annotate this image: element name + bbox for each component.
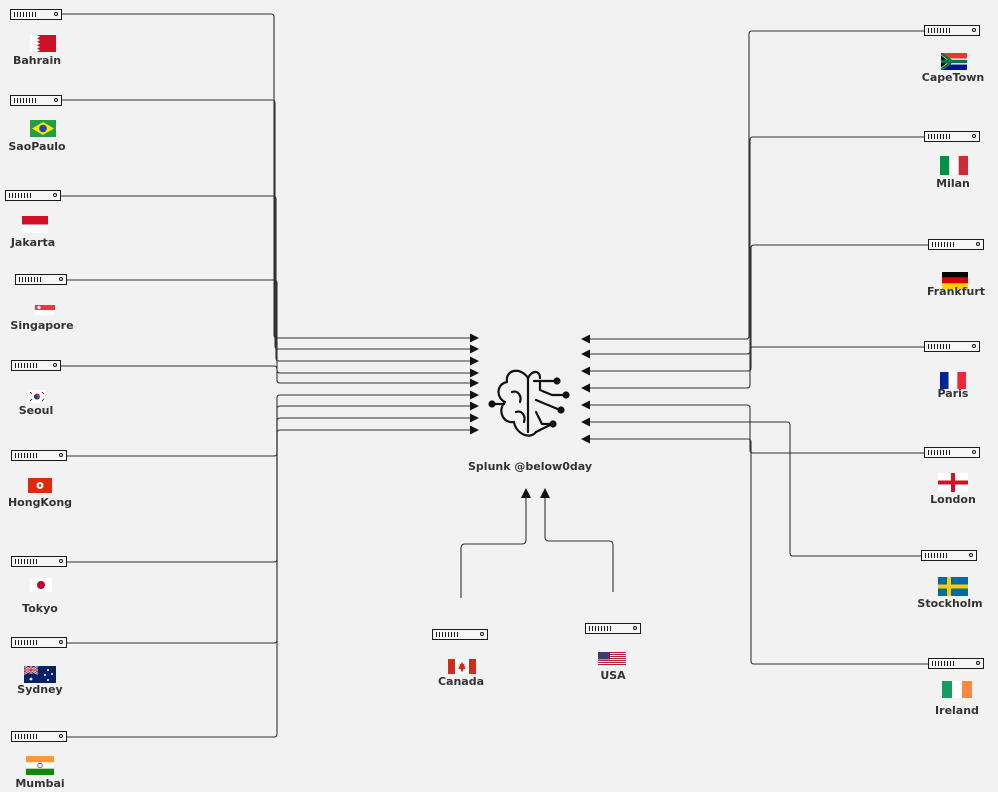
connector-lines (61, 13, 928, 738)
server-icon (10, 95, 62, 106)
indonesia-flag-icon (22, 216, 48, 233)
wire-canada (460, 498, 527, 598)
wire-jakarta (61, 195, 470, 362)
arrowhead-seoul (470, 378, 479, 388)
node-label-saopaulo: SaoPaulo (8, 140, 66, 153)
node-label-canada: Canada (437, 675, 485, 688)
korea-flag-icon (28, 390, 46, 403)
server-icon (11, 731, 67, 742)
wire-stockholm (590, 421, 921, 557)
italy-flag-icon (940, 156, 968, 175)
wire-bahrain (62, 13, 470, 339)
node-label-milan: Milan (936, 177, 970, 190)
brain-nodes (488, 377, 570, 428)
arrowhead-canada (521, 488, 531, 498)
server-icon (432, 629, 488, 640)
arrowhead-usa (540, 488, 550, 498)
server-icon (924, 447, 980, 458)
arrowhead-hongkong (470, 390, 479, 400)
server-icon (15, 274, 67, 285)
server-icon (928, 658, 984, 669)
server-icon (11, 360, 61, 371)
arrowhead-tokyo (470, 401, 479, 411)
wire-tokyo (67, 405, 470, 563)
node-label-singapore: Singapore (10, 319, 74, 332)
node-label-jakarta: Jakarta (10, 236, 56, 249)
wire-ireland (590, 438, 928, 665)
arrowhead-sydney (470, 413, 479, 423)
wire-milan (590, 136, 924, 355)
germany-flag-icon (942, 272, 968, 289)
server-icon (11, 450, 67, 461)
wire-mumbai (67, 429, 470, 738)
server-icon (5, 190, 61, 201)
arrowhead-paris (581, 383, 590, 393)
server-icon (10, 9, 62, 20)
japan-flag-icon (30, 578, 52, 592)
usa-flag-icon (598, 652, 626, 666)
node-label-hongkong: HongKong (7, 496, 73, 509)
brain-circuit-icon (490, 369, 568, 437)
server-icon (11, 556, 67, 567)
arrowhead-singapore (470, 368, 479, 378)
arrowhead-frankfurt (581, 366, 590, 376)
wire-seoul (61, 365, 470, 384)
server-icon (924, 341, 980, 352)
wire-hongkong (67, 394, 470, 457)
node-label-usa: USA (600, 669, 626, 682)
wire-saopaulo (62, 99, 470, 350)
bahrain-flag-icon (30, 35, 56, 52)
node-label-bahrain: Bahrain (12, 54, 62, 67)
server-icon (585, 623, 641, 634)
node-label-frankfurt: Frankfurt (926, 285, 986, 298)
server-icon (924, 25, 980, 36)
node-label-tokyo: Tokyo (22, 602, 58, 615)
singapore-flag-icon (35, 305, 55, 315)
england-flag-icon (938, 473, 968, 492)
australia-flag-icon (24, 666, 56, 683)
wire-frankfurt (590, 244, 928, 372)
arrowhead-mumbai (470, 425, 479, 435)
brazil-flag-icon (30, 120, 56, 137)
arrowhead-london (581, 400, 590, 410)
wire-paris (590, 346, 924, 389)
southafrica-flag-icon (941, 53, 967, 70)
hongkong-flag-icon (28, 478, 52, 493)
wire-capetown (590, 30, 924, 340)
arrowhead-bahrain (470, 333, 479, 343)
arrowhead-ireland (581, 434, 590, 444)
node-label-stockholm: Stockholm (917, 597, 983, 610)
arrowheads (470, 333, 590, 498)
france-flag-icon (940, 372, 966, 389)
arrowhead-capetown (581, 334, 590, 344)
arrowhead-milan (581, 349, 590, 359)
ireland-flag-icon (942, 681, 972, 698)
server-icon (11, 637, 67, 648)
sweden-flag-icon (938, 577, 968, 596)
arrowhead-stockholm (581, 417, 590, 427)
wire-singapore (67, 279, 470, 374)
wire-sydney (67, 417, 470, 644)
node-label-capetown: CapeTown (921, 71, 985, 84)
arrowhead-saopaulo (470, 344, 479, 354)
canada-flag-icon (448, 659, 476, 674)
wire-usa (544, 498, 614, 592)
node-label-sydney: Sydney (17, 683, 63, 696)
india-flag-icon (26, 756, 54, 775)
server-icon (921, 550, 977, 561)
server-icon (928, 239, 984, 250)
node-label-ireland: Ireland (935, 704, 979, 717)
node-label-paris: Paris (937, 387, 969, 400)
node-label-mumbai: Mumbai (15, 777, 65, 790)
hub-label: Splunk @below0day (468, 460, 592, 473)
node-label-london: London (930, 493, 976, 506)
server-icon (924, 131, 980, 142)
wire-london (590, 404, 924, 454)
arrowhead-jakarta (470, 356, 479, 366)
node-label-seoul: Seoul (18, 404, 54, 417)
